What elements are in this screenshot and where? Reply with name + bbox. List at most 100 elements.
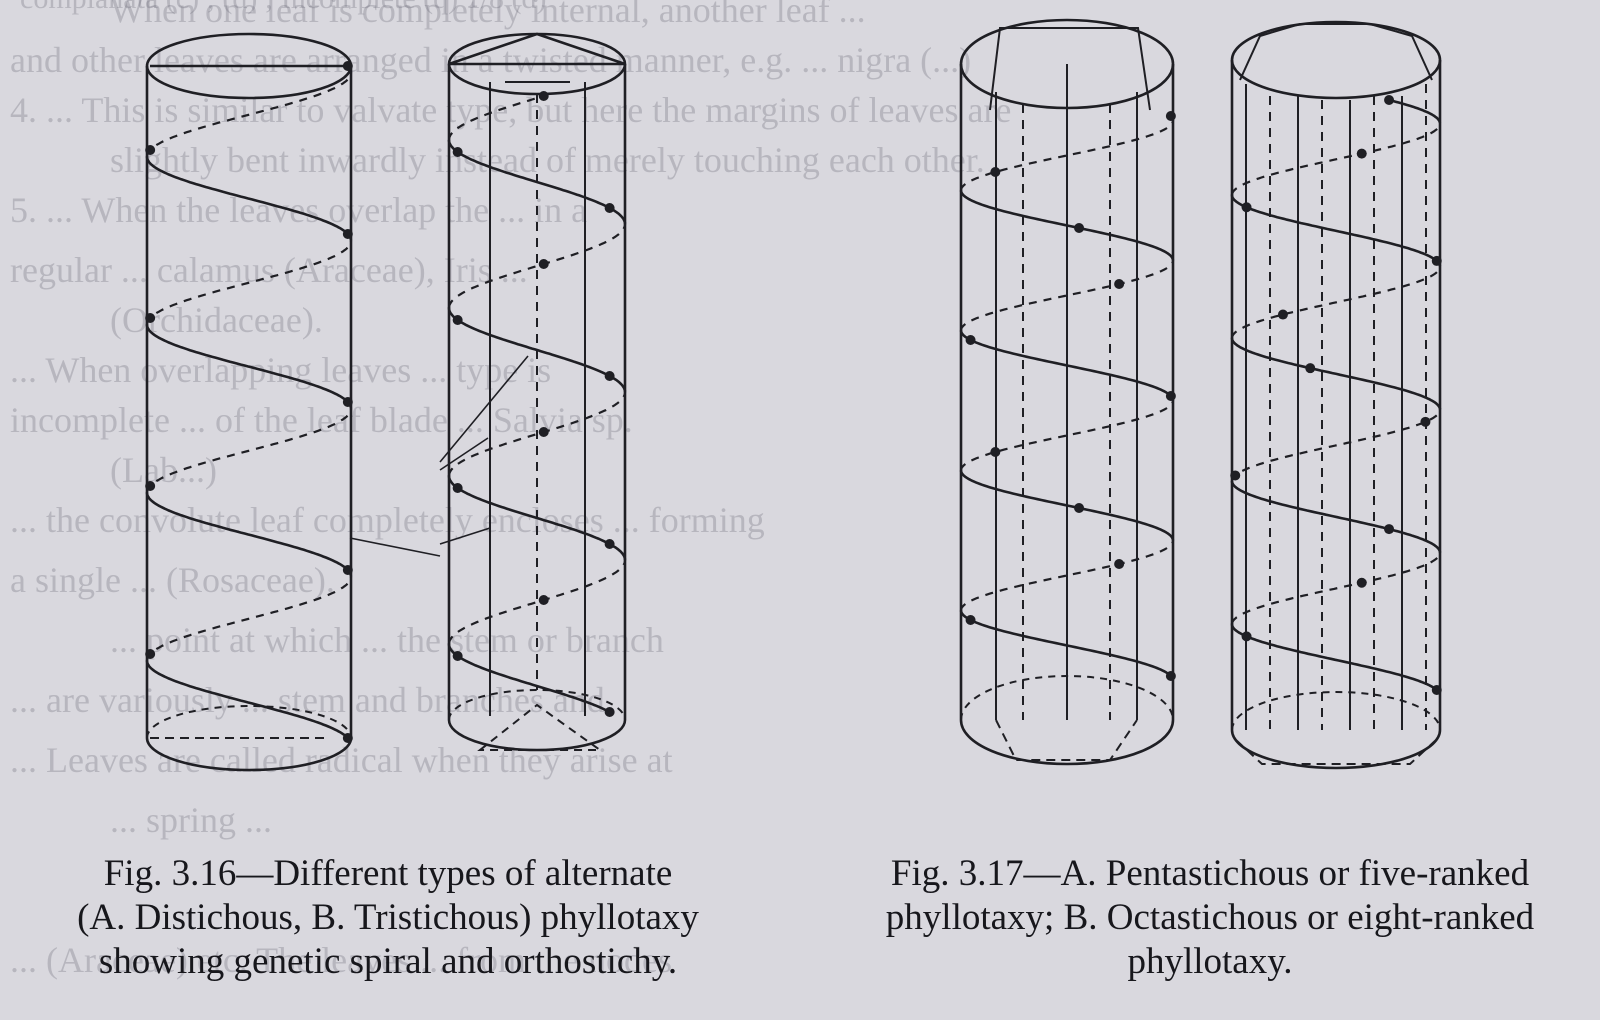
leaf-node — [538, 259, 549, 269]
top-pentagon — [989, 27, 1151, 111]
leaf-node — [1074, 223, 1085, 233]
leaf-node — [1277, 309, 1288, 320]
background-text-line: regular ... calamus (Araceae), Iris ... — [10, 250, 528, 290]
caption-fig-3-16: Fig. 3.16—Different types of alternate (… — [18, 852, 758, 984]
background-text-line: When one leaf is completely internal, an… — [110, 0, 866, 30]
genetic-spiral-front — [1230, 481, 1442, 553]
cylinder-distichous — [145, 32, 353, 772]
leaf-node — [965, 335, 976, 345]
genetic-spiral-back — [1230, 266, 1442, 338]
leaf-node — [1384, 524, 1395, 535]
background-text-line: ... (Araceae) etc. The leaves ... from t… — [10, 940, 672, 980]
genetic-spiral-front — [959, 190, 1175, 261]
genetic-spiral-front — [145, 324, 353, 409]
caption-line: (A. Distichous, B. Tristichous) phyllota… — [77, 897, 699, 938]
caption-line: Fig. 3.16—Different types of alternate — [103, 853, 673, 894]
genetic-spiral-front — [1388, 98, 1442, 124]
leaf-node — [452, 651, 463, 661]
genetic-spiral-back — [145, 575, 353, 661]
leaf-node — [1165, 111, 1176, 121]
leaf-node — [1165, 391, 1176, 401]
background-text-line: slightly bent inwardly instead of merely… — [110, 140, 985, 180]
leaf-node — [452, 315, 463, 325]
genetic-spiral-back — [959, 540, 1175, 611]
leaf-node — [1074, 503, 1085, 513]
leaf-node — [604, 539, 615, 549]
leaf-node — [990, 447, 1001, 457]
genetic-spiral-back — [959, 120, 1175, 191]
genetic-spiral-back — [959, 260, 1175, 331]
caption-fig-3-17: Fig. 3.17—A. Pentastichous or five-ranke… — [836, 852, 1584, 984]
genetic-spiral-back — [1231, 552, 1442, 624]
background-text-line: a single ... (Rosaceae). — [10, 560, 335, 600]
leaf-node — [604, 707, 615, 717]
leaf-node — [1230, 470, 1241, 481]
genetic-spiral-back — [1230, 122, 1442, 195]
leaf-node — [604, 203, 615, 213]
header-fragment: complanata (c) ; (d) ; Incomplete (q) 1/… — [20, 0, 546, 15]
cylinder-pentastichous — [959, 18, 1176, 766]
leaf-node — [1384, 95, 1395, 105]
genetic-spiral-front — [1230, 623, 1438, 692]
genetic-spiral-back — [145, 239, 353, 325]
genetic-spiral-front — [1230, 194, 1442, 267]
leaf-node — [604, 371, 615, 381]
background-text-line: 5. ... When the leaves overlap the ... i… — [10, 190, 587, 230]
caption-line: phyllotaxy. — [1127, 941, 1293, 982]
top-octagon — [1239, 23, 1433, 81]
leaf-node — [1241, 631, 1252, 642]
background-text-layer: When one leaf is completely internal, an… — [10, 0, 1011, 980]
leaf-node — [965, 615, 976, 625]
background-text-line: (Orchidaceae). — [110, 300, 323, 340]
figure-3-16 — [145, 32, 627, 772]
background-text-line: ... point at which ... the stem or branc… — [110, 620, 664, 660]
genetic-spiral-front — [1230, 337, 1442, 410]
bottom-rim-front — [1230, 729, 1442, 770]
bottom-triangle — [477, 703, 604, 751]
genetic-spiral-back — [1230, 409, 1442, 482]
leader-line — [439, 527, 491, 545]
background-text-line: (Lab...) — [110, 450, 217, 490]
leaf-node — [1114, 559, 1125, 569]
leaf-node — [990, 167, 1001, 177]
leaf-node — [145, 649, 156, 659]
leaf-node — [538, 595, 549, 605]
genetic-spiral-front — [145, 660, 349, 739]
genetic-spiral-back — [447, 391, 627, 476]
background-text-line: and other leaves are arranged in a twist… — [10, 40, 971, 80]
genetic-spiral-back — [145, 71, 353, 157]
leaf-node — [1305, 363, 1316, 374]
leaf-node — [538, 427, 549, 437]
caption-line: phyllotaxy; B. Octastichous or eight-ran… — [885, 897, 1535, 938]
genetic-spiral-back — [447, 223, 627, 308]
leaf-node — [342, 229, 353, 239]
genetic-spiral-front — [959, 470, 1175, 541]
caption-line: Fig. 3.17—A. Pentastichous or five-ranke… — [890, 853, 1530, 894]
leaf-node — [1241, 202, 1252, 213]
leaf-node — [342, 397, 353, 407]
leaf-node — [342, 565, 353, 575]
bottom-rim-back — [146, 705, 352, 739]
leaf-node — [1114, 279, 1125, 289]
leaf-node — [1165, 671, 1176, 681]
cylinder-tristichous — [447, 32, 627, 752]
genetic-spiral-back — [447, 559, 627, 644]
background-text-line: ... Leaves are called radical when they … — [10, 740, 673, 780]
background-text-line: ... are variously ... stem and branches … — [10, 680, 605, 720]
leaf-node — [1356, 577, 1367, 588]
background-text-line: ... When overlapping leaves ... type is — [10, 350, 551, 390]
top-rim — [1230, 20, 1442, 100]
bottom-rim-front — [145, 737, 353, 772]
leader-line — [439, 437, 489, 471]
bottom-rim-front — [959, 719, 1175, 766]
leaf-node — [1356, 148, 1367, 159]
genetic-spiral-back — [145, 407, 353, 493]
leaf-node — [342, 61, 353, 71]
leaf-node — [452, 147, 463, 157]
bottom-octagon — [1235, 739, 1437, 765]
genetic-spiral-back — [959, 400, 1175, 471]
background-text-line: ... spring ... — [110, 800, 272, 840]
leaf-node — [1420, 416, 1431, 427]
